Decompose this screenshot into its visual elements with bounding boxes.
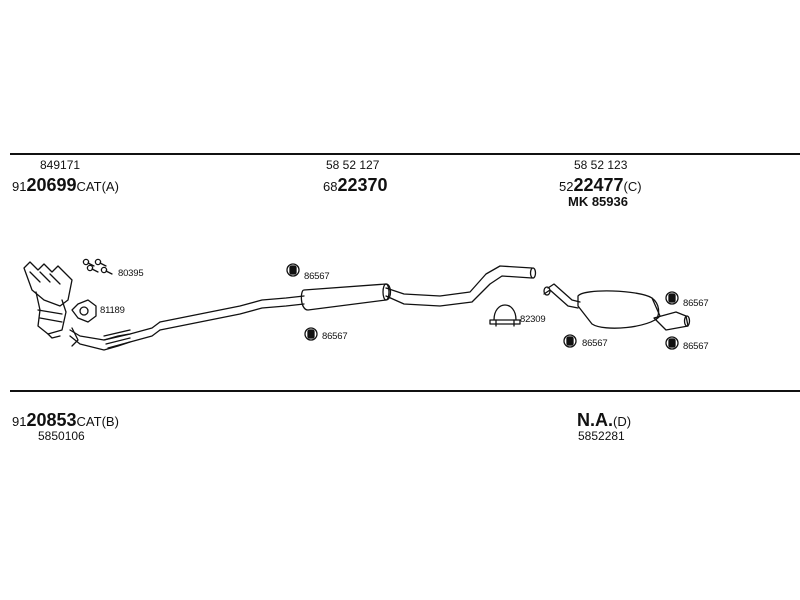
right-top-code: 58 52 123 (574, 158, 628, 172)
right-top-part-number: 5222477(C) (559, 175, 642, 195)
rear-connecting-pipe (385, 265, 537, 307)
label-hanger-upper-center: 86567 (304, 271, 330, 282)
label-hanger-lower-right: 86567 (683, 341, 709, 352)
left-top-code: 849171 (40, 158, 81, 172)
right-bottom-part-number: N.A.(D) (577, 410, 632, 430)
clamp (489, 304, 521, 327)
label-gasket: 81189 (100, 305, 125, 316)
front-pipe (69, 321, 161, 351)
rear-silencer (543, 283, 691, 331)
left-bottom-part-number: 9120853CAT(B) (12, 410, 119, 430)
center-silencer (300, 283, 392, 311)
label-hanger-upper-right: 86567 (683, 298, 709, 309)
hanger-upper-right (665, 291, 679, 305)
hanger-lower-rear (563, 334, 577, 348)
bottom-rule (10, 390, 800, 392)
hanger-lower-center (304, 327, 318, 341)
intermediate-pipe (159, 295, 305, 331)
center-top-part-number: 6822370 (323, 175, 388, 195)
right-bottom-code: 5852281 (578, 429, 625, 443)
label-clamp: 82309 (520, 314, 546, 325)
label-hanger-lower-center: 86567 (322, 331, 348, 342)
hanger-upper-center (286, 263, 300, 277)
hanger-lower-right (665, 336, 679, 350)
manifold-catalyst (23, 261, 73, 339)
left-top-part-number: 9120699CAT(A) (12, 175, 119, 195)
top-rule (10, 153, 800, 155)
bolts (82, 258, 113, 275)
center-top-code: 58 52 127 (326, 158, 380, 172)
label-hanger-lower-rear: 86567 (582, 338, 608, 349)
left-bottom-code: 5850106 (38, 429, 85, 443)
right-top-kit: MK 85936 (568, 194, 628, 209)
label-bolts: 80395 (118, 268, 144, 279)
gasket (71, 299, 97, 323)
